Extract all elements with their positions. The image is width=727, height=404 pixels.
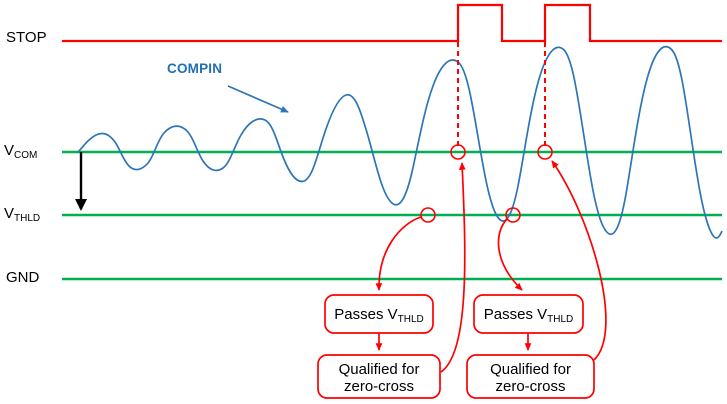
box-label-passes-thld-2: Passes VTHLD [483,306,574,325]
arrow-thld2-to-passes2 [497,218,523,291]
arrow-qualified1-to-com1 [440,162,466,373]
marker-com-cross-1 [450,144,466,160]
box-label-qualified-2: Qualified for zero-cross [490,361,571,395]
arrow-qualified2-to-com2 [551,160,607,361]
compin-callout-arrow [227,85,289,113]
box-label-qualified-1: Qualified for zero-cross [338,361,420,395]
marker-thld-cross-1 [420,207,436,223]
marker-com-cross-2 [537,144,553,160]
marker-thld-cross-2 [505,207,521,223]
box-label-passes-thld-1: Passes VTHLD [334,306,424,325]
dashed-links [457,5,546,146]
arrow-thld1-to-passes1 [375,216,422,291]
level-label-vthld: VTHLD [4,205,41,224]
signal-label-stop: STOP [6,29,47,46]
box-qualified-2 [466,354,595,399]
compin-label: COMPIN [167,61,223,76]
compin-waveform [77,45,723,239]
stop-waveform [62,3,722,43]
box-passes-thld-2 [473,294,584,334]
annotation-boxes [317,294,595,399]
crossing-markers [420,144,553,223]
level-label-vcom: VCOM [4,142,38,161]
box-passes-thld-1 [324,294,434,334]
level-lines [62,150,722,281]
annotation-arrows [375,160,607,373]
level-label-gnd: GND [6,269,40,286]
box-qualified-1 [317,354,441,399]
